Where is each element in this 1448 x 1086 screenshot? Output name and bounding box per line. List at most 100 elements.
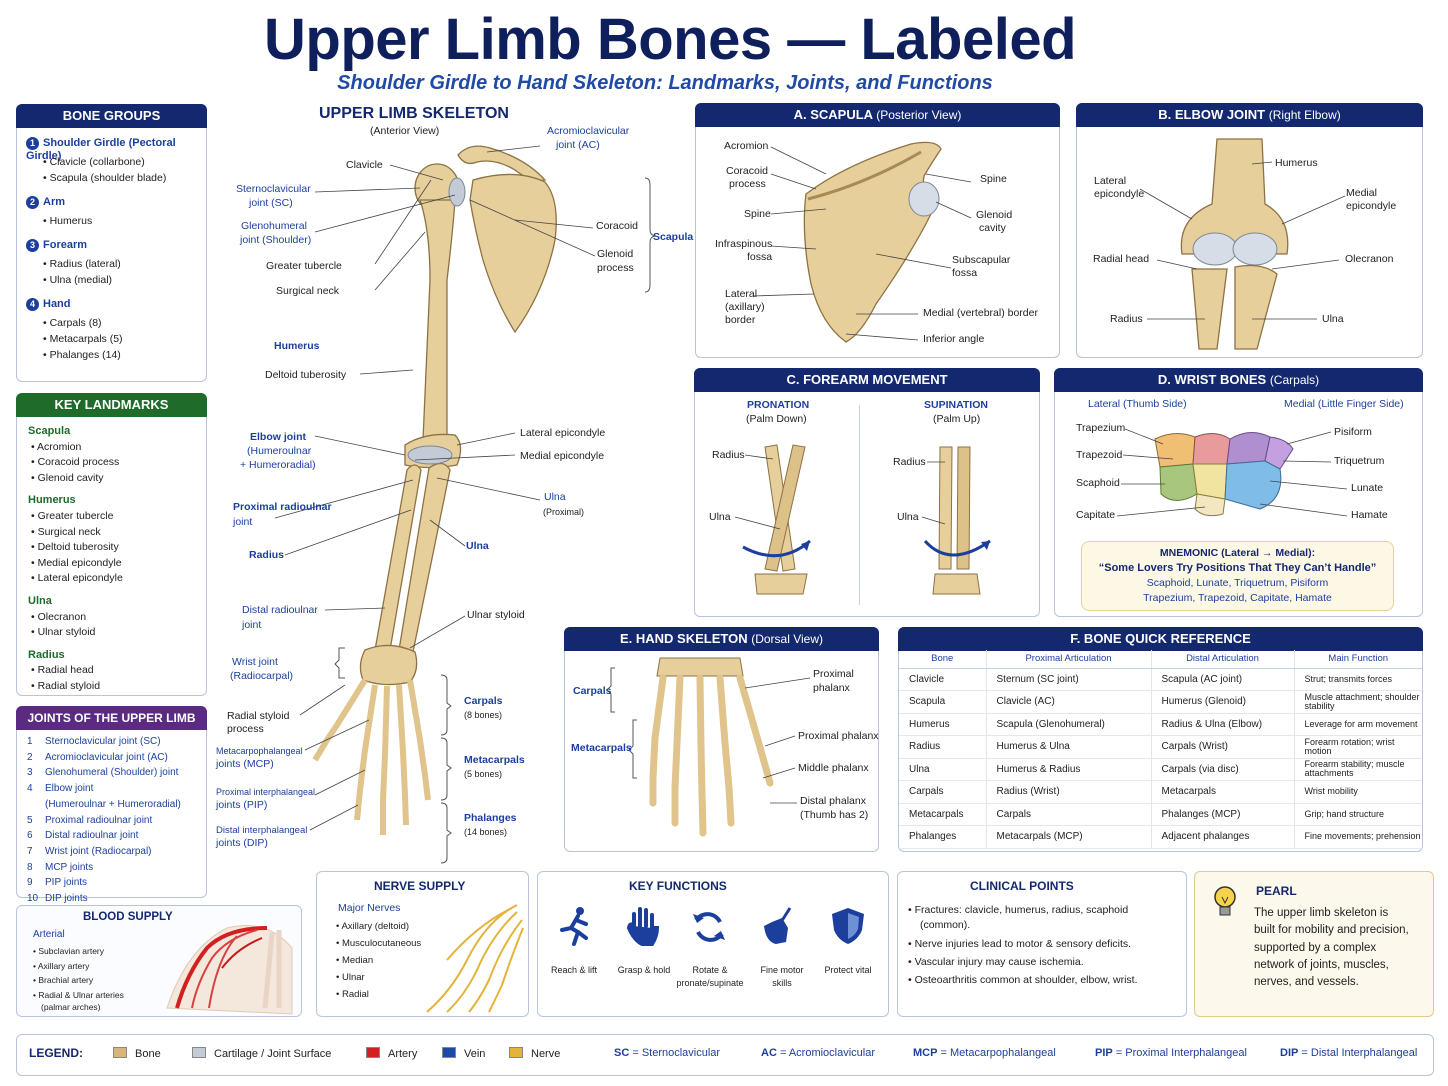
- arrow-head: [801, 541, 810, 551]
- table-cell: Carpals: [986, 803, 1152, 826]
- label-lunate: Lunate: [1351, 482, 1384, 494]
- mnemonic-title: MNEMONIC (Lateral → Medial):: [1159, 547, 1316, 559]
- label-olecranon: Olecranon: [1345, 253, 1394, 265]
- list-item: Proximal radioulnar joint: [45, 814, 153, 826]
- list-item: Ulna (medial): [49, 274, 113, 286]
- abbr-key: SC: [614, 1047, 630, 1059]
- abbr-key: PIP: [1095, 1047, 1113, 1059]
- table-cell: Metacarpals: [1151, 780, 1295, 804]
- label-coracoid: Coracoid: [726, 165, 769, 177]
- label-dip-2: joints (DIP): [216, 837, 268, 849]
- hand-view: (Dorsal View): [751, 632, 824, 646]
- pearl-line: network of joints, muscles,: [1254, 958, 1389, 971]
- scaphoid-bone: [1159, 463, 1198, 501]
- page-title: Upper Limb Bones — Labeled: [264, 7, 1077, 72]
- function-reach: Reach & lift: [542, 964, 606, 977]
- table-cell: Humerus & Ulna: [986, 735, 1152, 759]
- label-metacarpals: Metacarpals: [464, 754, 525, 766]
- scapula-spine: [807, 150, 922, 201]
- skeleton-title: UPPER LIMB SKELETON: [319, 105, 509, 122]
- leader-line: [314, 187, 421, 193]
- leader-line: [1282, 460, 1332, 463]
- list-item: Acromion: [37, 440, 82, 453]
- hand-illustration: [606, 657, 811, 837]
- leader-line: [274, 479, 414, 519]
- leader-line: [374, 231, 426, 291]
- label-pronation: PRONATION: [747, 399, 810, 411]
- label-carpals-count: (8 bones): [464, 710, 503, 720]
- label-pisiform: Pisiform: [1334, 426, 1372, 438]
- table-cell: Wrist mobility: [1294, 780, 1422, 804]
- pronation-hand: [754, 573, 808, 595]
- clinical-points-panel: CLINICAL POINTS • Fractures: clavicle, h…: [897, 871, 1187, 1017]
- pearl-line: supported by a complex: [1254, 941, 1377, 954]
- label-ulna-proximal-2: (Proximal): [543, 507, 585, 517]
- label-trapezium: Trapezium: [1076, 422, 1126, 434]
- leader-line: [486, 145, 541, 153]
- column-header: Distal Articulation: [1151, 650, 1295, 669]
- label-radius: Radius: [249, 549, 285, 561]
- hand-carpals: [656, 657, 744, 677]
- label-clavicle: Clavicle: [346, 159, 383, 171]
- label-supination: SUPINATION: [924, 399, 988, 411]
- middle-finger-bones: [380, 685, 390, 835]
- label-radial-styloid: Radial styloid: [227, 710, 290, 722]
- function-label: Fine motor: [760, 965, 804, 975]
- landmark-group-name: Ulna: [28, 594, 52, 607]
- page-subtitle: Shoulder Girdle to Hand Skeleton: Landma…: [337, 72, 993, 94]
- leader-line: [309, 804, 359, 831]
- legend-label: Bone: [135, 1048, 161, 1060]
- panel-divider: [859, 405, 860, 605]
- label-pip: Proximal interphalangeal: [216, 787, 316, 797]
- pearl-panel: PEARL The upper limb skeleton is built f…: [1194, 871, 1434, 1017]
- leader-line: [514, 219, 594, 229]
- label-palm-down: (Palm Down): [746, 413, 807, 425]
- key-functions-title: KEY FUNCTIONS: [629, 879, 727, 893]
- label-scapula: Scapula: [653, 231, 694, 243]
- humerus-shaft: [419, 199, 456, 444]
- pearl-line: The upper limb skeleton is: [1254, 907, 1389, 919]
- abbr-value: Metacarpophalangeal: [950, 1047, 1056, 1059]
- list-item: Radial styloid: [37, 679, 101, 692]
- elbow-ulna: [1234, 264, 1278, 350]
- scapula-panel-title: A. SCAPULA (Posterior View): [695, 103, 1060, 127]
- supination-radius: [938, 446, 953, 570]
- table-cell: Sternum (SC joint): [986, 668, 1152, 691]
- upper-limb-skeleton-illustration: [274, 145, 656, 864]
- leader-line: [770, 208, 827, 215]
- label-thumb-has-2: (Thumb has 2): [800, 809, 869, 821]
- label-medial-border: Medial (vertebral) border: [923, 307, 1038, 319]
- label-radius-pronation: Radius: [712, 449, 745, 461]
- label-humerus: Humerus: [1275, 157, 1318, 169]
- leader-line: [414, 454, 516, 461]
- list-item: Phalanges (14): [49, 349, 121, 361]
- key-landmarks-title: KEY LANDMARKS: [16, 393, 207, 417]
- carpals-bracket: [440, 674, 452, 736]
- table-cell: Humerus & Radius: [986, 758, 1152, 781]
- list-item: Sternoclavicular joint (SC): [45, 736, 161, 747]
- leader-line: [1286, 431, 1332, 445]
- label-cavity: cavity: [979, 222, 1006, 234]
- landmarks-list: Scapula • Acromion • Coracoid process • …: [28, 424, 206, 695]
- table-cell: Grip; hand structure: [1294, 803, 1422, 826]
- label-inferior-angle: Inferior angle: [923, 333, 985, 345]
- table-cell: Forearm rotation; wrist motion: [1294, 735, 1422, 759]
- legend-abbr-ac: AC = Acromioclavicular: [761, 1047, 876, 1059]
- wrist-panel: D. WRIST BONES (Carpals) Lateral (Thumb …: [1054, 368, 1423, 617]
- list-item: Distal radioulnar joint: [45, 830, 139, 842]
- leader-line: [925, 173, 972, 183]
- legend-bar: [16, 1034, 1434, 1076]
- clinical-points-title: CLINICAL POINTS: [970, 879, 1074, 893]
- table-cell: Fine movements; prehension: [1294, 825, 1422, 849]
- label-carpals: Carpals: [573, 685, 612, 697]
- elbow-panel: B. ELBOW JOINT (Right Elbow) Humerus Lat…: [1076, 103, 1423, 358]
- function-protect: Protect vital: [816, 964, 880, 977]
- elbow-humerus: [1180, 138, 1289, 255]
- list-item-continued: (common).: [920, 919, 971, 931]
- list-item: Ulnar: [341, 972, 365, 983]
